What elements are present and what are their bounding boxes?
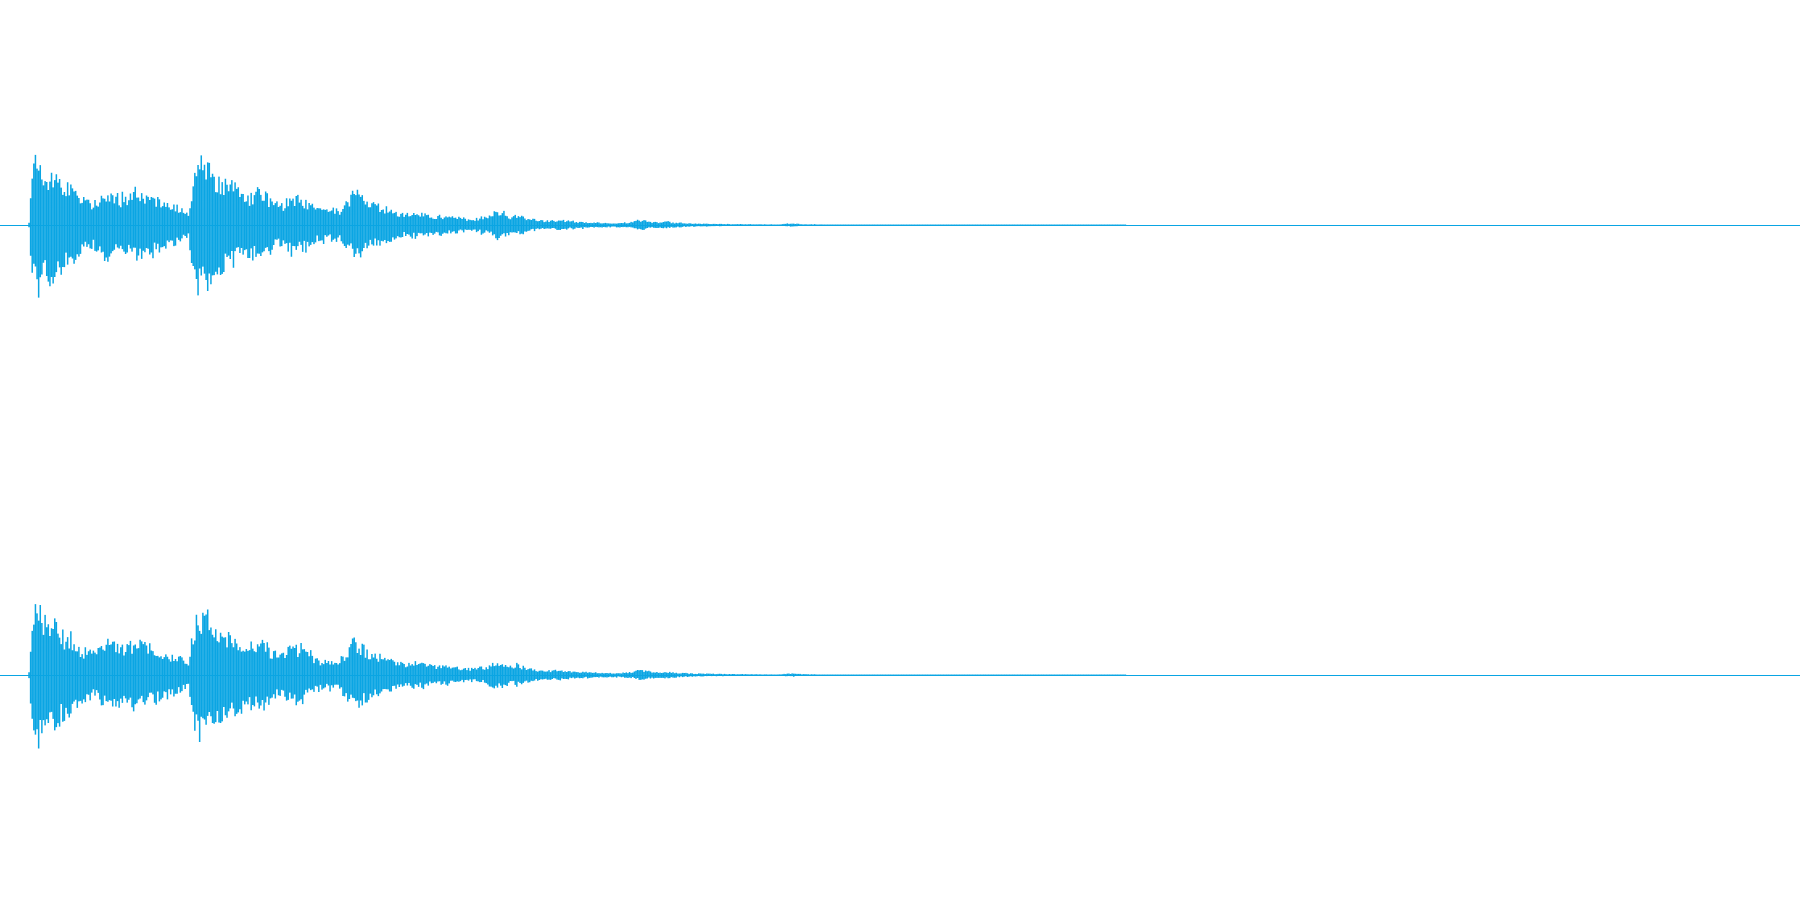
channel-right-waveform[interactable] (0, 604, 1800, 749)
channel-left-waveform[interactable] (0, 154, 1800, 298)
channel-left-waveform-body (28, 154, 1127, 298)
channel-right-waveform-body (28, 604, 1127, 749)
